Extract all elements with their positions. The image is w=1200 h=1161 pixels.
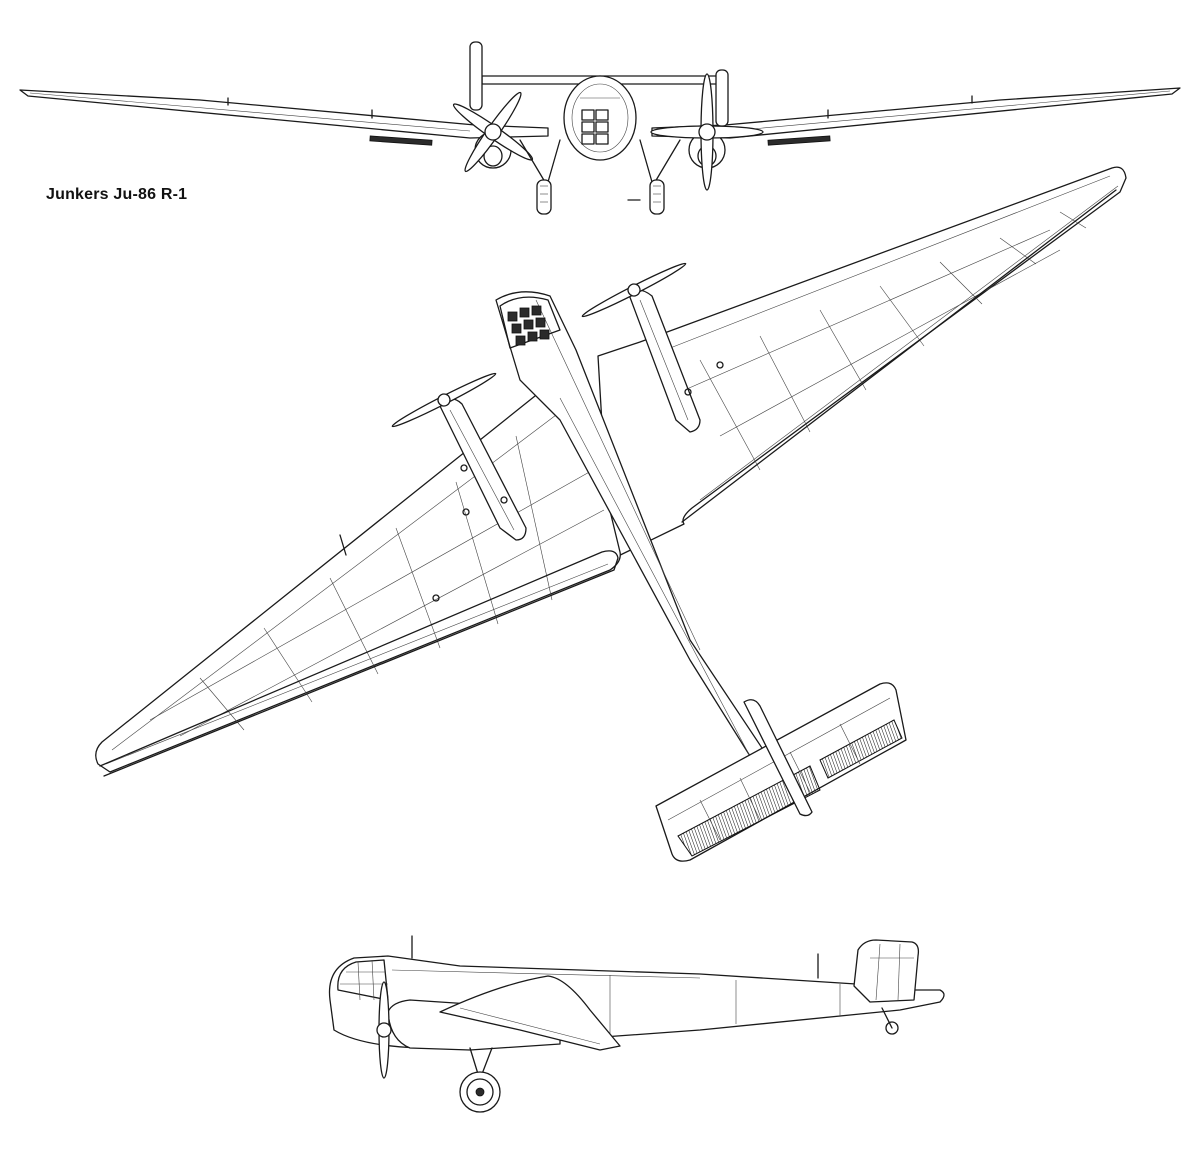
top-right-propeller (581, 262, 687, 318)
front-left-fin (469, 41, 483, 111)
top-right-wing-panels (659, 175, 1119, 501)
front-right-wheel (649, 179, 665, 215)
top-right-aileron (681, 189, 1117, 523)
side-fin (853, 939, 920, 1003)
top-right-elevator (819, 719, 903, 779)
front-left-wheel (536, 179, 552, 215)
top-fin (743, 699, 813, 817)
top-left-elevator (677, 765, 821, 857)
front-right-propeller (650, 73, 764, 191)
top-wing-fittings (432, 361, 724, 602)
side-wing (439, 975, 621, 1051)
front-right-flap (767, 135, 831, 146)
top-left-aileron (99, 550, 619, 777)
top-cockpit-glazing (499, 296, 561, 349)
front-fuselage (563, 75, 637, 161)
top-left-propeller (391, 372, 497, 428)
front-right-fin (715, 69, 729, 127)
front-view (19, 41, 1181, 215)
front-left-flap (369, 135, 433, 146)
drawing-title: Junkers Ju-86 R-1 (46, 186, 188, 203)
side-nose-glazing (337, 959, 389, 1001)
top-fuselage (495, 291, 771, 773)
top-view (95, 166, 1127, 862)
front-cockpit-glazing (580, 97, 620, 145)
top-left-wing (95, 391, 621, 773)
front-left-propeller (452, 91, 534, 173)
front-left-wing (19, 89, 549, 139)
side-view (328, 935, 945, 1113)
